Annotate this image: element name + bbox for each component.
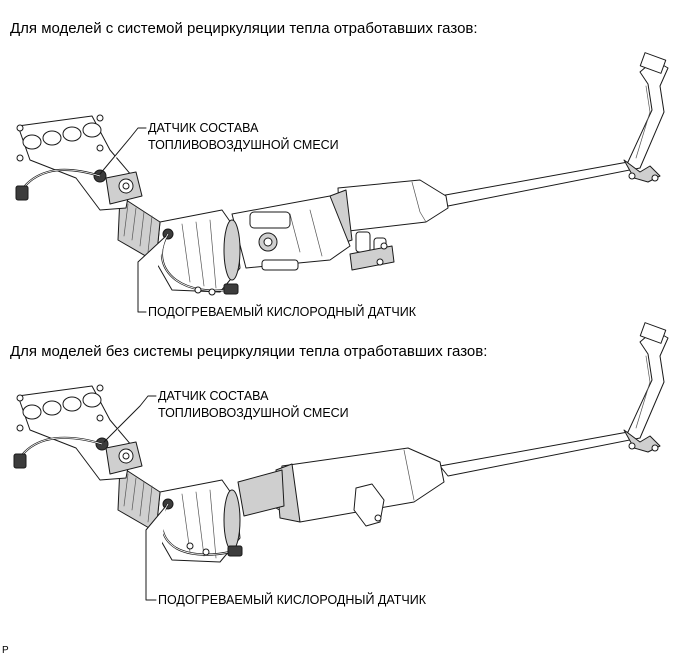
section-1-o2-sensor-label: ПОДОГРЕВАЕМЫЙ КИСЛОРОДНЫЙ ДАТЧИК <box>148 305 416 319</box>
section-2-af-sensor-label: ДАТЧИК СОСТАВА ТОПЛИВОВОЗДУШНОЙ СМЕСИ <box>158 388 349 422</box>
section-1-exhaust-assembly <box>15 52 669 296</box>
footer-code: P <box>2 645 9 656</box>
section-1-heading: Для моделей с системой рециркуляции тепл… <box>10 20 478 37</box>
section-2-o2-sensor-label: ПОДОГРЕВАЕМЫЙ КИСЛОРОДНЫЙ ДАТЧИК <box>158 593 426 607</box>
section-2-heading: Для моделей без системы рециркуляции теп… <box>10 343 488 360</box>
section-1-af-sensor-label: ДАТЧИК СОСТАВА ТОПЛИВОВОЗДУШНОЙ СМЕСИ <box>148 120 339 154</box>
section-2-af-sensor-label-line-1: ДАТЧИК СОСТАВА <box>158 389 269 403</box>
section-2-af-sensor-leader <box>103 395 157 443</box>
section-2-o2-sensor-leader <box>145 505 167 601</box>
section-1-af-sensor-label-line-2: ТОПЛИВОВОЗДУШНОЙ СМЕСИ <box>148 138 339 152</box>
section-1-o2-sensor-leader <box>137 235 167 313</box>
section-1-af-sensor-label-line-1: ДАТЧИК СОСТАВА <box>148 121 259 135</box>
section-1-af-sensor-leader <box>99 127 147 175</box>
section-2-exhaust-assembly <box>13 322 669 563</box>
section-2-af-sensor-label-line-2: ТОПЛИВОВОЗДУШНОЙ СМЕСИ <box>158 406 349 420</box>
